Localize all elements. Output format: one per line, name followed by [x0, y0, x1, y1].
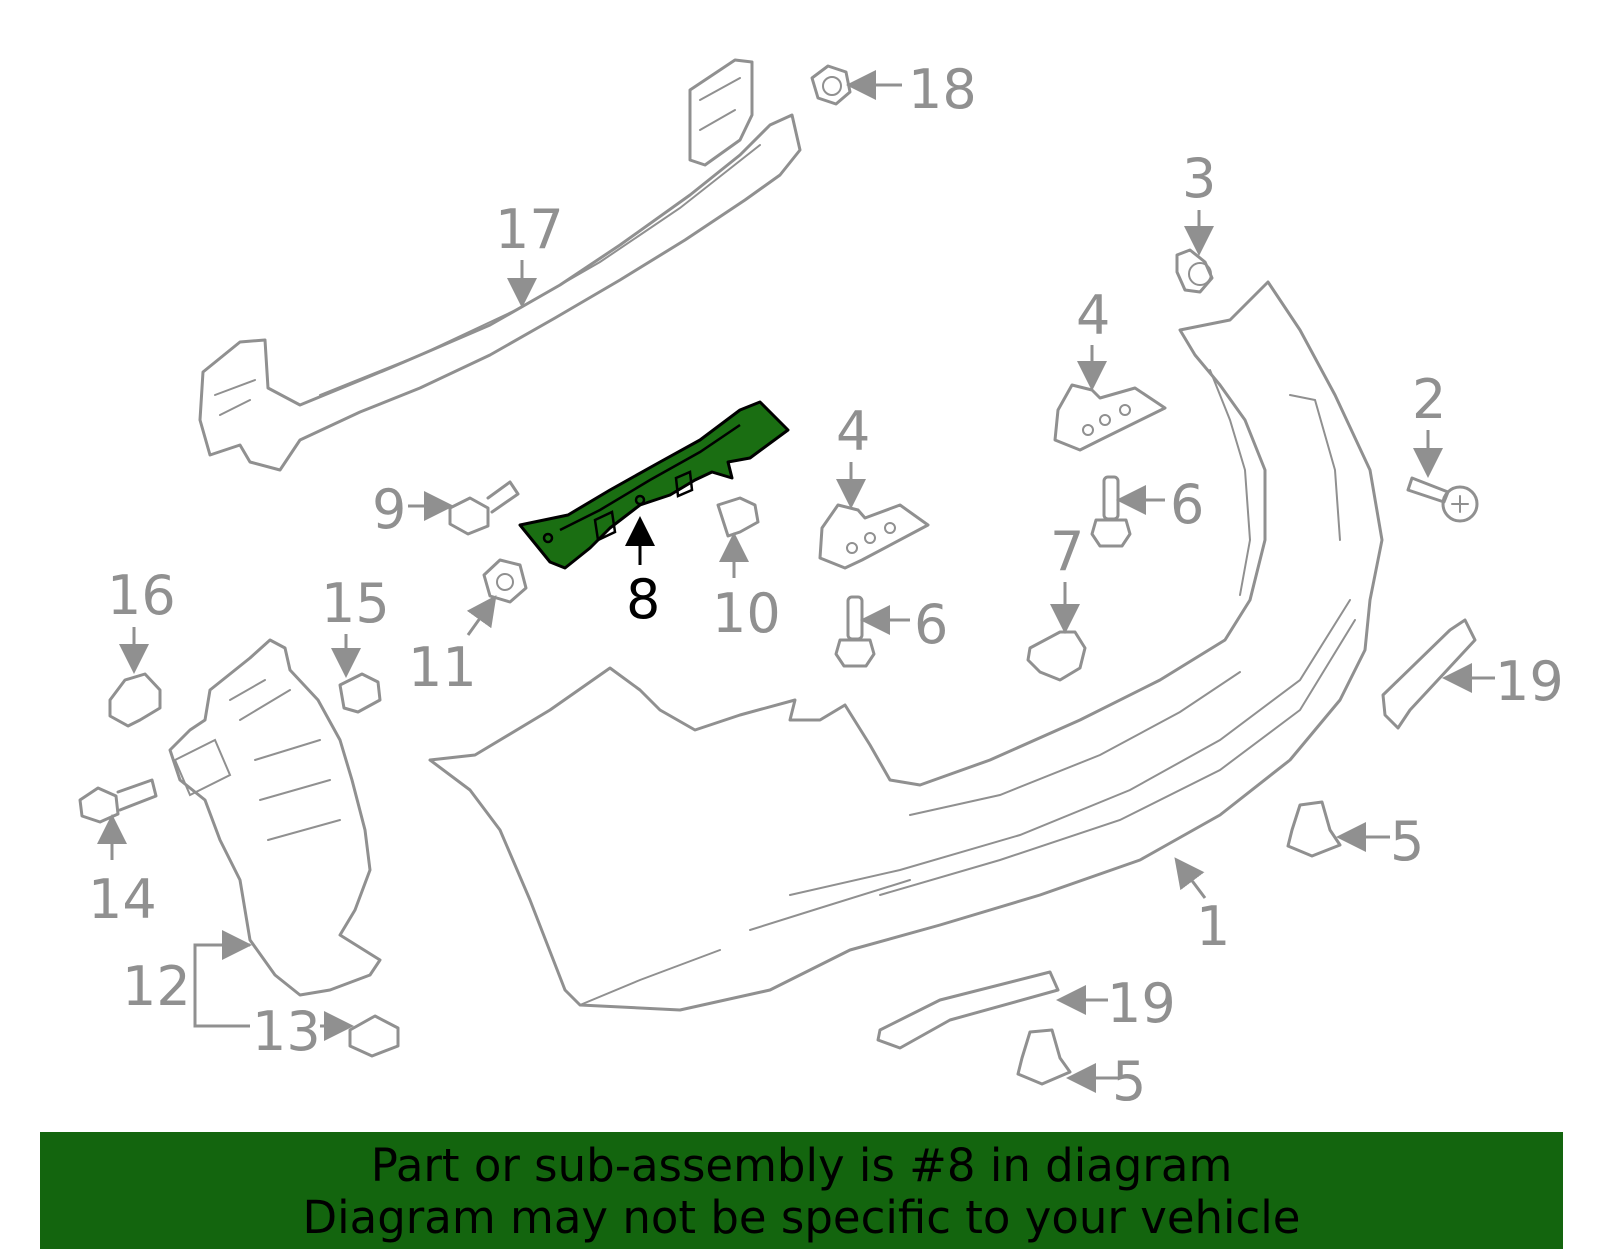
- callout-labels: 18 17 3 4 4 6 6 2 7 1 19 19 5 5 9 11 10 …: [88, 58, 1564, 1113]
- part-4-bracket-upper: [1053, 383, 1167, 452]
- part-9-bolt: [448, 480, 520, 536]
- part-11-nut: [482, 558, 528, 604]
- part-19-reflector-lower: [876, 970, 1060, 1050]
- part-3-clip: [1175, 248, 1214, 294]
- callout-12: 12: [122, 955, 191, 1018]
- callout-9: 9: [372, 478, 406, 541]
- banner-line-1: Part or sub-assembly is #8 in diagram: [370, 1139, 1233, 1192]
- callout-16: 16: [107, 564, 176, 627]
- callout-1: 1: [1196, 895, 1230, 958]
- part-13-nut: [348, 1014, 400, 1058]
- callout-5-lower: 5: [1112, 1050, 1146, 1113]
- callout-8-highlighted: 8: [626, 568, 660, 631]
- part-5-clip-upper: [1286, 800, 1342, 858]
- callout-18: 18: [908, 58, 977, 121]
- part-18-nut: [810, 64, 852, 106]
- part-4-bracket-lower: [818, 503, 930, 570]
- part-5-clip-lower: [1016, 1028, 1072, 1086]
- callout-19-lower: 19: [1107, 972, 1176, 1035]
- part-12-side-bracket: [168, 638, 382, 997]
- callout-14: 14: [88, 868, 157, 931]
- banner-line-2: Diagram may not be specific to your vehi…: [302, 1191, 1301, 1244]
- callout-11: 11: [408, 636, 477, 699]
- part-1-bumper-cover: [428, 280, 1384, 1012]
- callout-19-upper: 19: [1495, 650, 1564, 713]
- part-15-clip: [338, 672, 382, 714]
- callout-5-upper: 5: [1390, 810, 1424, 873]
- parts-diagram: 18 17 3 4 4 6 6 2 7 1 19 19 5 5 9 11 10 …: [78, 58, 1564, 1113]
- part-7-clip: [1026, 630, 1087, 682]
- leader-lines: [97, 70, 1495, 1093]
- part-16-push-pin: [108, 672, 162, 728]
- part-10-clip: [716, 496, 760, 538]
- part-6-bolt-upper: [1090, 475, 1132, 548]
- callout-13: 13: [252, 1000, 321, 1063]
- callout-3: 3: [1182, 147, 1216, 210]
- callout-2: 2: [1412, 368, 1446, 431]
- part-17-reinforcement-beam: [198, 58, 802, 472]
- callout-4-upper: 4: [1076, 284, 1110, 347]
- info-banner: Part or sub-assembly is #8 in diagram Di…: [40, 1132, 1563, 1249]
- part-6-bolt-lower: [834, 595, 876, 668]
- callout-17: 17: [495, 198, 564, 261]
- callout-15: 15: [321, 572, 390, 635]
- callout-4-lower: 4: [836, 400, 870, 463]
- callout-7: 7: [1050, 520, 1084, 583]
- part-19-reflector-upper: [1381, 618, 1477, 730]
- callout-6-upper: 6: [1170, 473, 1204, 536]
- callout-6-lower: 6: [914, 593, 948, 656]
- part-2-screw: [1406, 476, 1479, 523]
- part-14-bolt: [78, 778, 158, 824]
- part-8-bracket-highlighted: [518, 400, 790, 570]
- callout-10: 10: [712, 582, 781, 645]
